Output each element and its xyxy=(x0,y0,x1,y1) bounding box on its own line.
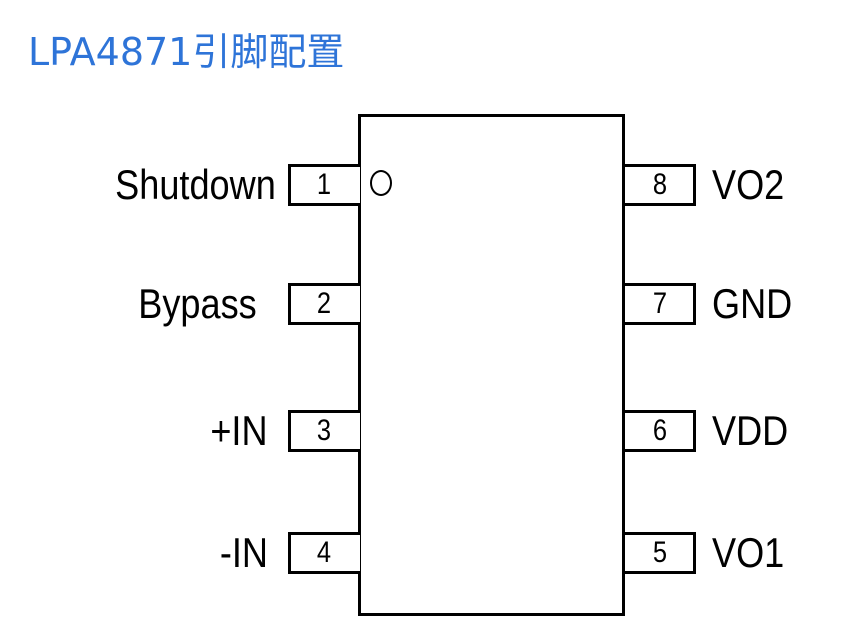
pin-2-lead xyxy=(288,283,360,325)
pin-4-lead xyxy=(288,532,360,574)
ic-package-body xyxy=(358,114,625,616)
pin-1-number: 1 xyxy=(316,168,332,201)
pin-1-lead xyxy=(288,164,360,206)
pin-8-number: 8 xyxy=(652,168,668,201)
pin-3-label: +IN xyxy=(210,407,268,454)
pin-1-label: Shutdown xyxy=(115,161,276,208)
pin-8-lead xyxy=(625,164,696,206)
pin-3-lead xyxy=(288,410,360,452)
pin-6-lead xyxy=(625,410,696,452)
pin-5-number: 5 xyxy=(652,536,668,569)
pin-6-number: 6 xyxy=(652,414,668,447)
diagram-title: LPA4871引脚配置 xyxy=(28,30,345,74)
pin-4-label: -IN xyxy=(219,529,268,576)
pin-2-number: 2 xyxy=(316,287,332,320)
pin-3-number: 3 xyxy=(316,414,332,447)
pin-7-lead xyxy=(625,283,696,325)
pin1-indicator-icon xyxy=(370,170,392,196)
pin-8-label: VO2 xyxy=(712,161,785,208)
pin-5-label: VO1 xyxy=(712,529,785,576)
pin-5-lead xyxy=(625,532,696,574)
pin-2-label: Bypass xyxy=(138,280,257,327)
pin-7-label: GND xyxy=(712,280,793,327)
pin-7-number: 7 xyxy=(652,287,668,320)
pin-4-number: 4 xyxy=(316,536,332,569)
pin-6-label: VDD xyxy=(712,407,789,454)
